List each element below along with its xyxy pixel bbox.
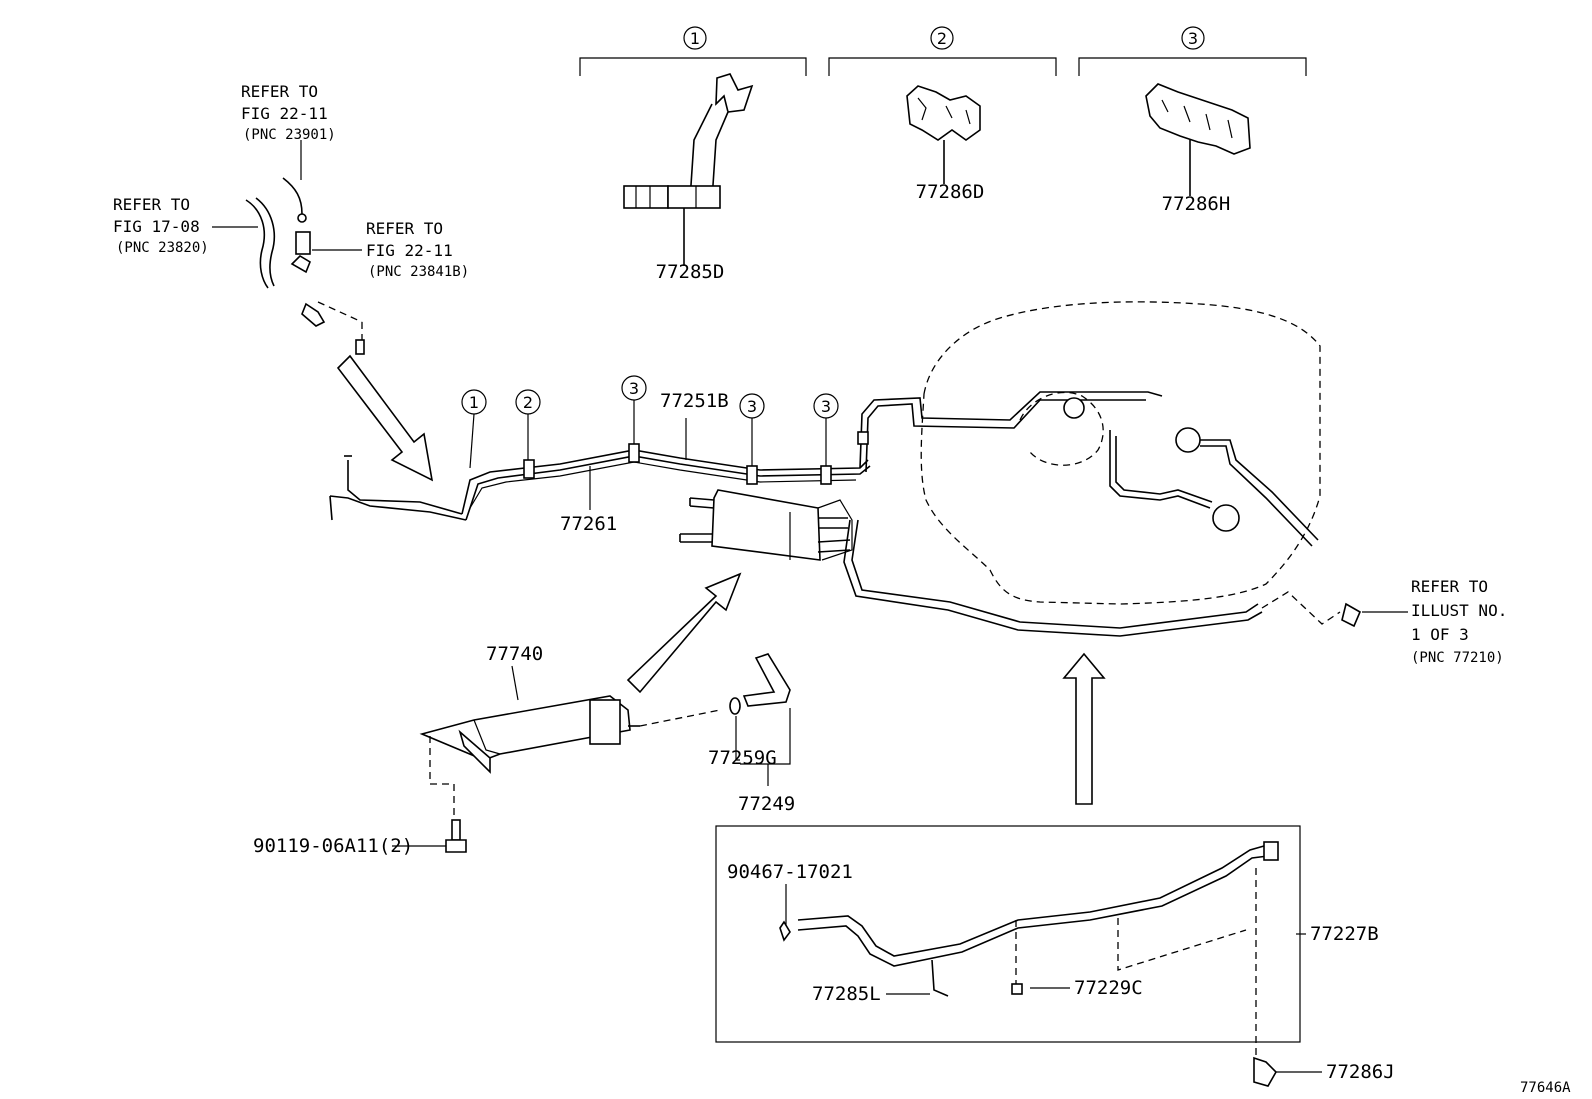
svg-text:3: 3 xyxy=(747,397,757,416)
group-2-legend: 2 xyxy=(828,26,1057,76)
main-pipe-assembly xyxy=(329,391,1263,637)
part-77286j-label: 77286J xyxy=(1326,1061,1395,1083)
group-2-number: 2 xyxy=(937,29,947,48)
fuel-tank-outline xyxy=(920,301,1321,605)
part-77227b-label: 77227B xyxy=(1310,923,1379,945)
clamp-77286d-drawing xyxy=(906,85,981,184)
group-3-circle xyxy=(1181,26,1205,50)
clamp-callout-2: 2 xyxy=(515,389,541,462)
part-90119-label: 90119-06A11(2) xyxy=(253,835,413,857)
ref-illust-line3: 1 OF 3 xyxy=(1411,625,1469,644)
clamp-callout-1: 1 xyxy=(461,389,487,469)
clamp-callout-3c: 3 xyxy=(813,393,839,470)
vapor-connector-drawing xyxy=(245,177,365,355)
group-1-legend: 1 xyxy=(579,26,807,76)
figure-id: 77646A xyxy=(1520,1080,1571,1096)
canister-installed-drawing xyxy=(679,489,853,561)
ref-illust-line1: REFER TO xyxy=(1411,577,1488,596)
inset-box xyxy=(715,825,1301,1043)
group-3-number: 3 xyxy=(1188,29,1198,48)
ref-fig22-11-side-line1: REFER TO xyxy=(366,219,443,238)
ref-fig22-11-side-pnc: (PNC 23841B) xyxy=(368,264,469,280)
clamp-77286j-drawing xyxy=(1253,1056,1322,1087)
group-3-bracket xyxy=(1078,57,1307,76)
group-1-number: 1 xyxy=(690,29,700,48)
group-1-bracket xyxy=(579,57,807,76)
ref-illust-line2: ILLUST NO. xyxy=(1411,601,1507,620)
arrow-to-canister xyxy=(626,572,742,694)
group-3-legend: 3 xyxy=(1078,26,1307,76)
clamp-callout-3a: 3 xyxy=(621,375,647,446)
part-77261-label: 77261 xyxy=(560,513,617,535)
part-77285d-label: 77285D xyxy=(656,261,725,283)
ref-fig17-08-line1: REFER TO xyxy=(113,195,190,214)
ref-illust-pnc: (PNC 77210) xyxy=(1411,650,1504,666)
svg-text:3: 3 xyxy=(821,397,831,416)
svg-text:3: 3 xyxy=(629,379,639,398)
part-77251b-label: 77251B xyxy=(660,390,729,412)
bolt-drawing xyxy=(392,819,467,853)
part-77229c-label: 77229C xyxy=(1074,977,1143,999)
arrow-to-pipe xyxy=(336,354,434,482)
ref-fig22-11-top-line2: FIG 22-11 xyxy=(241,104,328,123)
part-77286h-label: 77286H xyxy=(1162,193,1231,215)
part-90467-label: 90467-17021 xyxy=(727,861,853,883)
ref-fig17-08-pnc: (PNC 23820) xyxy=(116,240,209,256)
clamp-77286h-drawing xyxy=(1145,83,1251,196)
part-77286d-label: 77286D xyxy=(916,181,985,203)
svg-text:2: 2 xyxy=(523,393,533,412)
part-77740-label: 77740 xyxy=(486,643,543,665)
group-1-circle xyxy=(683,26,707,50)
clamp-77285d-drawing xyxy=(623,73,754,266)
hose-77249-drawing xyxy=(729,653,791,786)
ref-illust-connector xyxy=(1261,591,1408,628)
svg-text:1: 1 xyxy=(469,393,479,412)
ref-fig17-08-line2: FIG 17-08 xyxy=(113,217,200,236)
group-2-bracket xyxy=(828,57,1057,76)
part-77249-label: 77249 xyxy=(738,793,795,815)
arrow-up-to-tank xyxy=(1062,652,1106,805)
group-2-circle xyxy=(930,26,954,50)
ref-fig22-11-side-line2: FIG 22-11 xyxy=(366,241,453,260)
inset-pipe-drawing xyxy=(779,841,1306,1058)
part-77259g-label: 77259G xyxy=(708,747,777,769)
part-77285l-label: 77285L xyxy=(812,983,881,1005)
ref-fig22-11-top-line1: REFER TO xyxy=(241,82,318,101)
ref-fig22-11-top-pnc: (PNC 23901) xyxy=(243,127,336,143)
canister-77740-drawing xyxy=(419,695,721,820)
clamp-callout-3b: 3 xyxy=(739,393,765,470)
